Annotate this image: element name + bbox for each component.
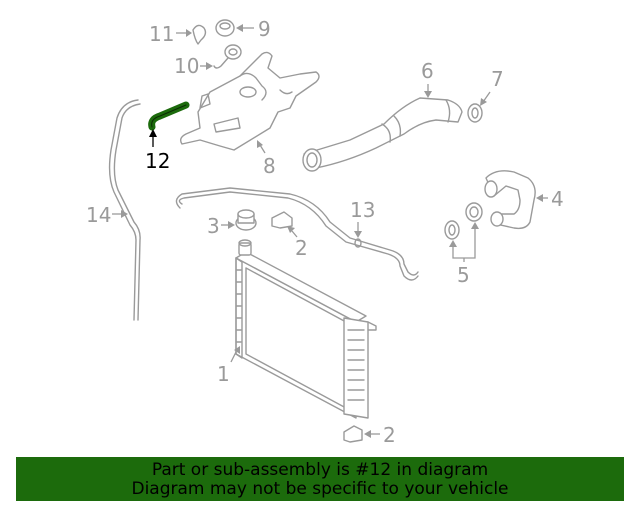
svg-text:2: 2 (295, 236, 308, 260)
part-1-radiator (235, 239, 377, 419)
svg-text:12: 12 (145, 149, 170, 173)
svg-text:13: 13 (350, 198, 375, 222)
svg-text:5: 5 (457, 263, 470, 287)
part-7-clamp (467, 103, 483, 123)
callout-1: 1 (217, 346, 240, 386)
svg-text:11: 11 (149, 22, 174, 46)
part-3-cap (235, 209, 257, 231)
part-8-reservoir (179, 51, 320, 151)
part-12-hose (148, 101, 190, 131)
part-4-hose (484, 170, 536, 230)
part-10-sensor (213, 44, 242, 69)
svg-text:10: 10 (174, 54, 199, 78)
part-14-hose (108, 99, 141, 321)
svg-text:7: 7 (491, 67, 504, 91)
callout-2-upper: 2 (287, 226, 308, 260)
callout-6: 6 (421, 59, 434, 98)
callout-4: 4 (536, 187, 564, 211)
part-2-bracket-upper (271, 211, 293, 229)
part-11-clip (192, 24, 207, 45)
part-9-cap (215, 19, 235, 37)
part-2-bracket-lower (343, 425, 363, 443)
banner-line-1: Part or sub-assembly is #12 in diagram (151, 460, 489, 480)
callout-3: 3 (207, 214, 235, 238)
svg-text:4: 4 (551, 187, 564, 211)
svg-text:6: 6 (421, 59, 434, 83)
banner-line-2: Diagram may not be specific to your vehi… (131, 479, 509, 499)
parts-diagram: 14 12 11 9 10 (86, 17, 564, 447)
callout-8: 8 (257, 140, 276, 178)
callout-9: 9 (236, 17, 271, 41)
callout-12[interactable]: 12 (145, 129, 170, 173)
part-6-hose (302, 97, 463, 172)
svg-text:14: 14 (86, 203, 111, 227)
callout-5: 5 (449, 222, 479, 287)
part-13-hose (175, 187, 419, 281)
svg-text:9: 9 (258, 17, 271, 41)
callout-13: 13 (350, 198, 375, 238)
svg-text:8: 8 (263, 154, 276, 178)
svg-text:2: 2 (383, 423, 396, 447)
callout-14: 14 (86, 203, 128, 227)
callout-10: 10 (174, 54, 213, 78)
svg-text:3: 3 (207, 214, 220, 238)
part-5-clamps (444, 202, 483, 240)
info-banner: Part or sub-assembly is #12 in diagram D… (16, 457, 624, 501)
callout-11: 11 (149, 22, 192, 46)
callout-7: 7 (480, 67, 504, 106)
svg-text:1: 1 (217, 362, 230, 386)
callout-2-lower: 2 (364, 423, 396, 447)
